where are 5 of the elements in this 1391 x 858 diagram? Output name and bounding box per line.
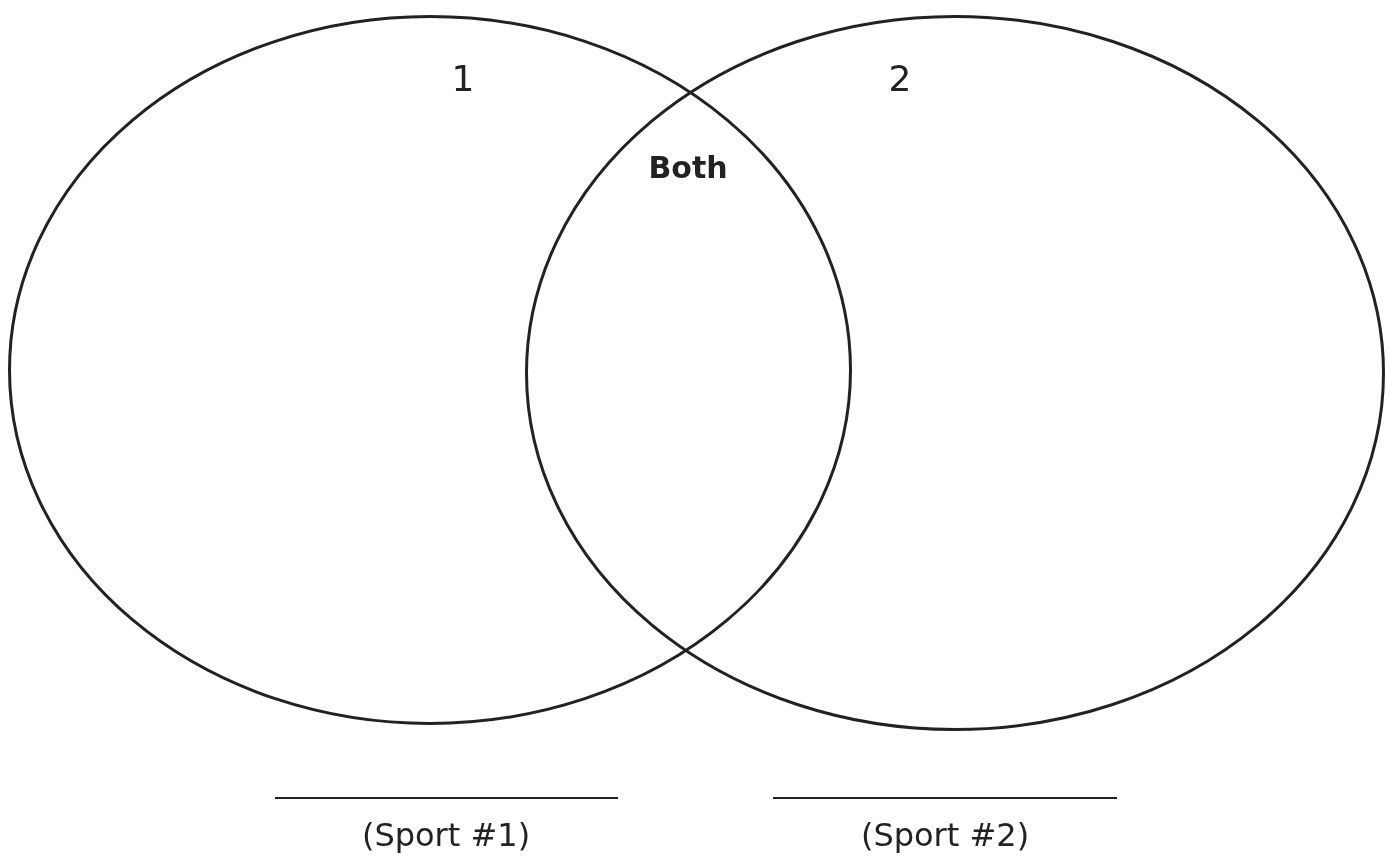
region-label: Both [648,149,728,185]
field-caption: (Sport #2) [860,816,1030,854]
set-number: 2 [888,57,912,99]
field-caption: (Sport #1) [361,816,531,854]
set-number: 1 [451,57,475,99]
